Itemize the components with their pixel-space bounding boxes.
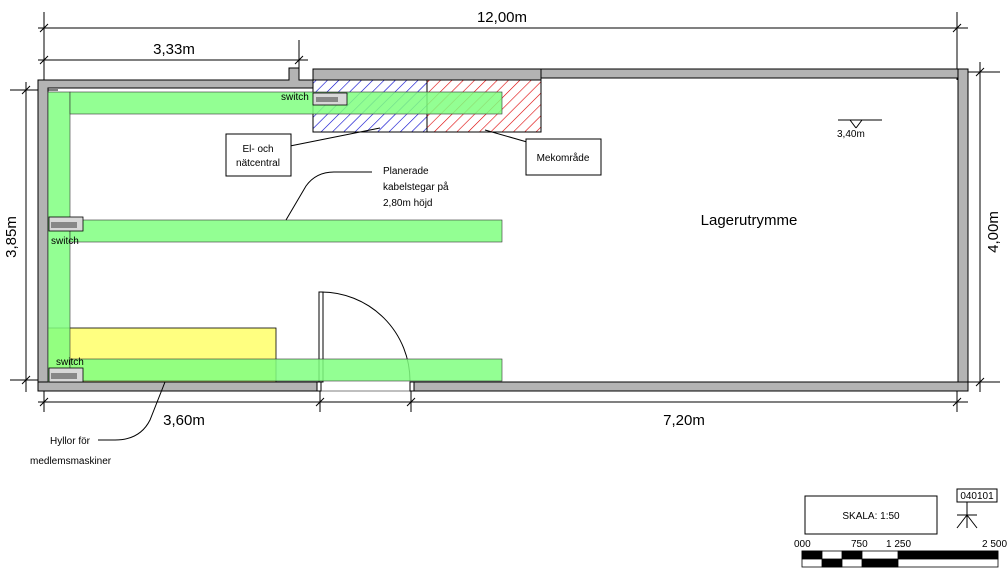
shelf-label-line1: Hyllor för bbox=[50, 436, 91, 447]
cable-label-line1: Planerade bbox=[383, 166, 429, 177]
scale-tick-1: 750 bbox=[851, 539, 868, 550]
shelf-leader-line bbox=[98, 381, 166, 441]
bottom-right-label: 7,20m bbox=[663, 412, 705, 429]
cable-label-line2: kabelstegar på bbox=[383, 181, 449, 193]
switch-bottom-label: switch bbox=[56, 357, 84, 368]
cable-trays bbox=[47, 91, 503, 383]
dimension-total-width bbox=[38, 12, 968, 80]
total-width-label: 12,00m bbox=[477, 9, 527, 26]
el-callout-box bbox=[225, 133, 292, 177]
bottom-left-label: 3,60m bbox=[163, 412, 205, 429]
room-name: Lagerutrymme bbox=[701, 212, 798, 229]
north-symbol bbox=[956, 502, 978, 529]
drawing-number-box bbox=[956, 488, 998, 503]
mek-callout-box bbox=[525, 138, 602, 176]
scale-tick-3: 2 500 bbox=[982, 539, 1007, 550]
dimension-left-height bbox=[10, 82, 58, 392]
walls bbox=[37, 67, 969, 392]
switch-top-label: switch bbox=[281, 92, 309, 103]
ceiling-height-marker bbox=[838, 119, 882, 129]
dimension-bottom bbox=[38, 390, 968, 412]
dimension-top-segment bbox=[38, 40, 308, 72]
scale-label: SKALA: 1:50 bbox=[842, 511, 900, 522]
cable-leader-line bbox=[285, 171, 372, 221]
drawing-number: 040101 bbox=[960, 491, 994, 502]
cable-label-line3: 2,80m höjd bbox=[383, 198, 432, 209]
el-leader-line bbox=[289, 127, 381, 147]
scale-tick-0: 000 bbox=[794, 539, 811, 550]
scale-tick-2: 1 250 bbox=[886, 539, 911, 550]
shelf-label-line2: medlemsmaskiner bbox=[30, 456, 112, 467]
switch-bottom bbox=[48, 367, 84, 383]
el-label-line2: nätcentral bbox=[236, 158, 280, 169]
ceiling-height-label: 3,40m bbox=[837, 129, 865, 140]
right-height-label: 4,00m bbox=[985, 211, 1002, 253]
scale-bar bbox=[801, 550, 999, 568]
switch-top bbox=[312, 92, 348, 106]
door-jambs bbox=[316, 381, 415, 392]
switch-mid-label: switch bbox=[51, 236, 79, 247]
mek-leader-line bbox=[484, 129, 528, 143]
top-segment-label: 3,33m bbox=[153, 41, 195, 58]
mek-label: Mekområde bbox=[537, 152, 590, 164]
left-height-label: 3,85m bbox=[3, 216, 20, 258]
el-label-line1: El- och bbox=[242, 144, 273, 155]
switch-mid bbox=[48, 216, 84, 232]
scale-box bbox=[804, 495, 938, 535]
